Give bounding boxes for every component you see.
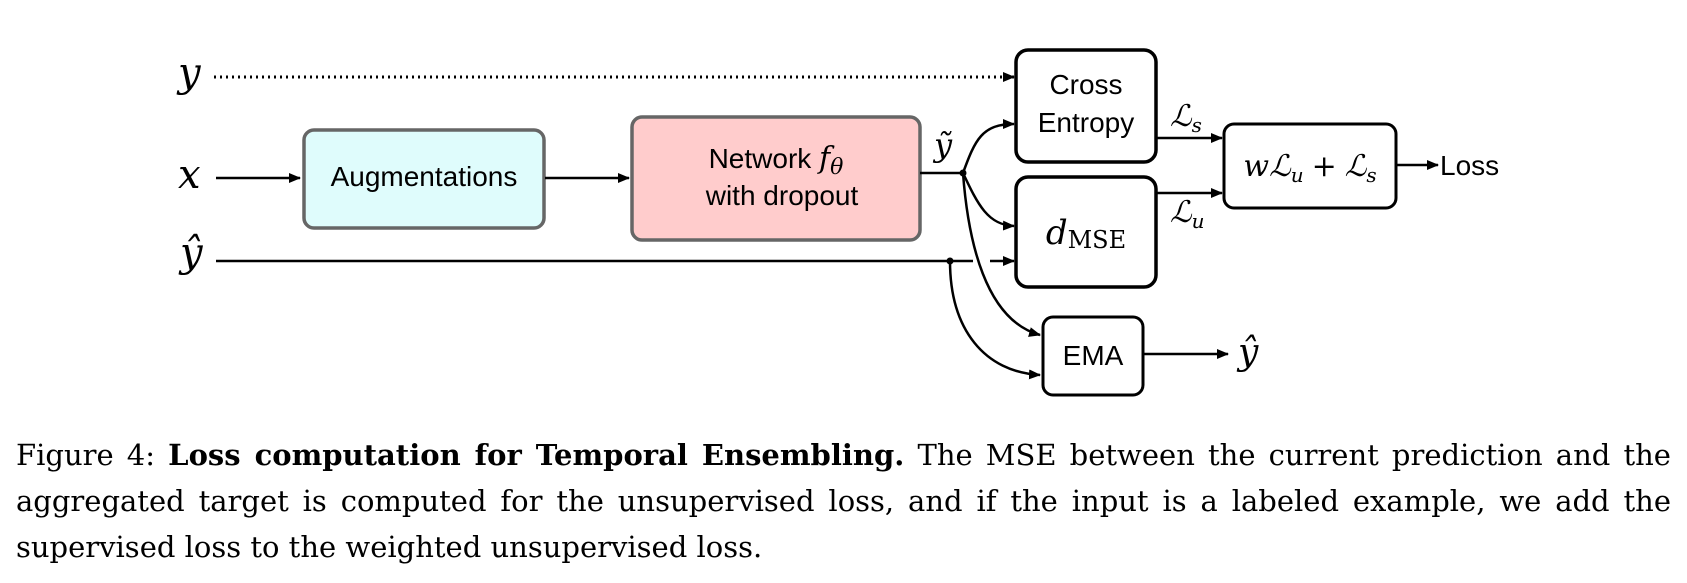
- svg-text:Entropy: Entropy: [1038, 107, 1135, 138]
- y-tilde-to-mse-arrow: [961, 172, 1015, 231]
- svg-text:Network fθ: Network fθ: [709, 141, 844, 180]
- input-y-label: y: [176, 50, 202, 96]
- figure-caption: Figure 4: Loss computation for Temporal …: [16, 432, 1671, 570]
- combined-loss-box: wℒu+ℒs: [1222, 122, 1398, 210]
- svg-text:with dropout: with dropout: [705, 180, 859, 211]
- svg-text:Cross: Cross: [1049, 69, 1122, 100]
- input-y-hat-label: ŷ: [178, 230, 204, 276]
- cross-entropy-box: Cross Entropy: [1014, 48, 1158, 164]
- input-x-label: x: [178, 152, 201, 198]
- caption-prefix: Figure 4:: [16, 438, 169, 472]
- y-hat-to-ema-arrow: [948, 260, 1041, 380]
- y-tilde-label: ỹ: [932, 126, 953, 164]
- y-tilde-to-cross-entropy-arrow: [961, 119, 1015, 174]
- y-tilde-to-ema-arrow: [961, 172, 1041, 337]
- lu-label: ℒu: [1170, 195, 1205, 233]
- caption-bold-title: Loss computation for Temporal Ensembling…: [168, 438, 905, 472]
- svg-text:Augmentations: Augmentations: [331, 161, 518, 192]
- network-box: Network fθ with dropout: [630, 115, 922, 242]
- svg-text:dMSE: dMSE: [1046, 213, 1126, 254]
- caption-body: The MSE between the current prediction a…: [16, 438, 1671, 564]
- augmentations-box: Augmentations: [302, 128, 546, 230]
- ema-output-label: ŷ: [1236, 332, 1259, 373]
- temporal-ensembling-diagram: y x ŷ Augmentations Network fθ with drop…: [176, 48, 1499, 397]
- ls-label: ℒs: [1170, 99, 1202, 137]
- loss-output-label: Loss: [1440, 150, 1499, 181]
- svg-text:wℒu+ℒs: wℒu+ℒs: [1243, 149, 1376, 187]
- ema-box: EMA: [1041, 315, 1145, 397]
- svg-text:EMA: EMA: [1063, 340, 1124, 371]
- mse-box: dMSE: [1014, 175, 1158, 289]
